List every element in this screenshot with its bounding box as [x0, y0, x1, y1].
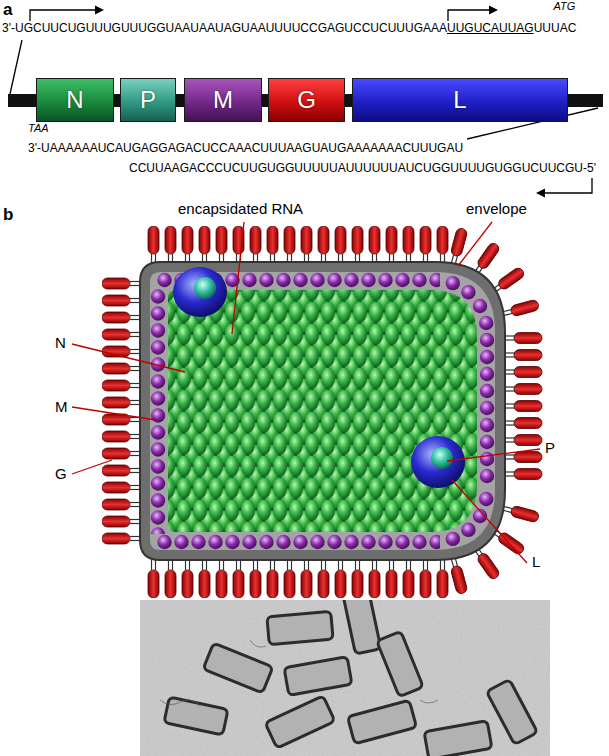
- virion-particles: [164, 600, 538, 756]
- gene-box: N: [36, 78, 114, 122]
- g-spike: [500, 299, 540, 319]
- arrowhead: [489, 6, 498, 15]
- sequence-text: CCUUAAGACCCUCUUGUGGUUUUUAUUUUUUAUCUGGUUU…: [129, 162, 596, 176]
- g-spike-row: [145, 560, 451, 598]
- envelope: [140, 262, 505, 560]
- g-spike-row: [145, 226, 451, 264]
- part-label: envelope: [466, 200, 527, 217]
- sequence-text: UUUAC: [534, 22, 577, 36]
- codon-label: ATG: [554, 0, 576, 13]
- part-label: P: [545, 439, 555, 456]
- m-row: [156, 534, 440, 550]
- g-spike: [504, 469, 542, 480]
- part-label: G: [55, 465, 67, 482]
- g-spike: [504, 401, 542, 412]
- g-spike: [448, 555, 468, 595]
- gene-box: M: [184, 78, 262, 122]
- panel-letter: a: [3, 0, 12, 20]
- gene-name: M: [213, 87, 233, 113]
- gene-name: P: [140, 87, 156, 113]
- sequence-text: 3'-UGCUUCUGUUUGUUUGGUAAUAAUAGUAAUUUUCCGA…: [2, 22, 447, 36]
- g-spike: [504, 418, 542, 429]
- part-label: M: [55, 398, 68, 415]
- gene-name: G: [297, 87, 316, 113]
- gene-box: L: [352, 78, 568, 122]
- sequence-text: 3'-UAAAAAAUCAUGAGGAGACUCCAAACUUUAAGUAUGA…: [28, 142, 463, 156]
- gene-name: N: [66, 87, 83, 113]
- gene-box: P: [120, 78, 176, 122]
- l-protein: [411, 436, 465, 488]
- transcription-arrow: [30, 10, 96, 21]
- nucleocapsid: [168, 290, 477, 532]
- leader-line: [10, 40, 22, 94]
- arrowhead: [536, 189, 545, 198]
- leader-lines: [72, 222, 540, 563]
- p-protein: [194, 277, 216, 299]
- g-spike: [504, 384, 542, 395]
- transcription-arrow: [448, 10, 490, 21]
- part-label: N: [55, 334, 66, 351]
- gene-name: L: [453, 87, 466, 113]
- g-spike: [504, 367, 542, 378]
- gene-box: G: [268, 78, 345, 122]
- virion: [72, 222, 542, 598]
- g-spike: [448, 227, 468, 267]
- l-protein: [173, 267, 227, 317]
- m-row: [150, 288, 166, 534]
- part-label: encapsidated RNA: [178, 200, 303, 217]
- g-spike-row: [102, 275, 140, 547]
- g-spike: [500, 503, 540, 523]
- g-spike: [504, 435, 542, 446]
- g-spike: [504, 350, 542, 361]
- p-protein: [431, 447, 453, 469]
- sequence-text: UUGUCAUUAG: [447, 22, 534, 36]
- arrowhead: [95, 6, 104, 15]
- codon-label: TAA: [28, 122, 49, 135]
- g-spike: [504, 333, 542, 344]
- electron-micrograph: [140, 600, 550, 756]
- panel-letter: b: [3, 205, 13, 225]
- transcription-arrow: [544, 178, 592, 193]
- particle-striations: [160, 640, 438, 706]
- part-label: L: [532, 553, 540, 570]
